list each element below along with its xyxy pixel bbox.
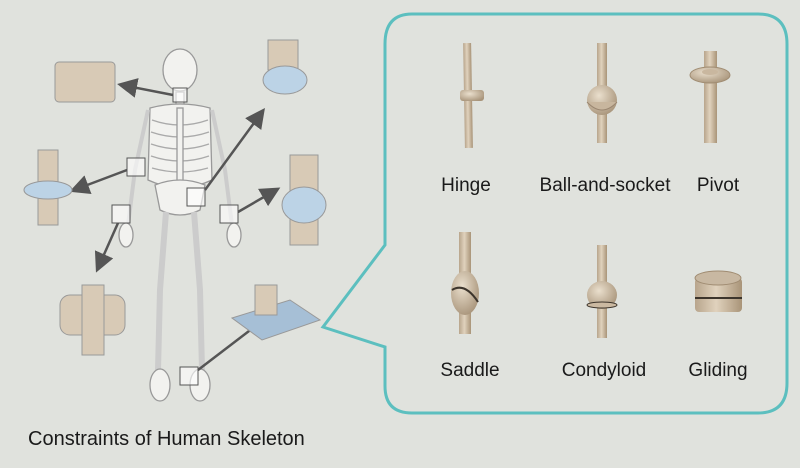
hinge-joint-icon: [460, 42, 484, 149]
joint-models: [23, 39, 327, 356]
condyloid-joint-icon: [586, 245, 618, 338]
gliding-joint-icon: [694, 270, 742, 312]
figure-caption: Constraints of Human Skeleton: [28, 428, 305, 450]
joint-label-saddle: Saddle: [440, 360, 500, 381]
joint-label-condyloid: Condyloid: [561, 360, 647, 381]
joint-markers: [111, 87, 239, 386]
joint-label-hinge: Hinge: [441, 175, 491, 196]
joint-label-ball-and-socket: Ball-and-socket: [539, 175, 671, 196]
ball-socket-joint-icon: [586, 43, 618, 143]
joint-label-pivot: Pivot: [696, 175, 740, 196]
joint-label-gliding: Gliding: [688, 360, 748, 381]
pivot-joint-icon: [689, 51, 731, 143]
saddle-joint-icon: [451, 232, 479, 334]
callout-bubble: [320, 12, 789, 415]
